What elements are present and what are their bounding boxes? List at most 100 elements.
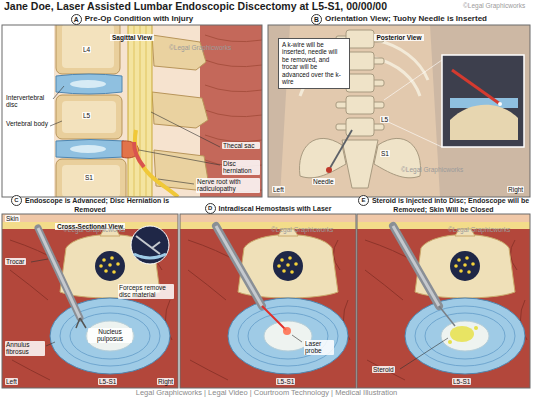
part-label: Left [5, 378, 18, 385]
posterior-view [268, 25, 530, 197]
cross-section-c [2, 214, 178, 388]
leader-line [400, 338, 448, 369]
cross-section-e [393, 226, 439, 306]
sagittal-spine [152, 35, 208, 190]
sagittal-spine [56, 25, 126, 197]
part-label: Nerve root with radiculopathy [196, 178, 260, 193]
cross-section-c [76, 318, 86, 328]
part-label: Thecal sac [222, 142, 260, 149]
leader-line [50, 86, 220, 184]
cross-section-c [38, 228, 80, 318]
panel-heading: CEndoscope is Advanced; Disc Herniation … [2, 195, 178, 214]
part-label: Disc herniation [222, 160, 260, 175]
watermark: ©Legal Graphicworks [270, 226, 334, 233]
sagittal-spine [56, 159, 126, 197]
view-subtitle: Posterior View [374, 34, 423, 41]
watermark: ©Legal Graphicworks [168, 44, 232, 51]
part-label: L5-S1 [276, 378, 295, 385]
posterior-view [450, 105, 518, 140]
posterior-view [346, 52, 374, 70]
part-label: Trocar [5, 258, 26, 265]
panel-frame [2, 214, 178, 388]
leader-line [400, 338, 448, 369]
leader-line [158, 179, 194, 184]
panel: BOrientation View; Tuohy Needle is Inser… [268, 12, 530, 197]
part-label: L5 [82, 112, 91, 119]
sagittal-spine [62, 101, 116, 133]
cross-section-e [450, 326, 474, 342]
posterior-view [346, 74, 374, 92]
panel-heading: BOrientation View; Tuohy Needle is Inser… [311, 14, 487, 25]
sagittal-spine [62, 25, 120, 197]
leader-line [46, 342, 55, 346]
sagittal-spine [56, 95, 122, 139]
posterior-view [384, 60, 442, 147]
panel-header: APre-Op Condition with Injury [2, 12, 262, 25]
sagittal-spine [62, 165, 120, 197]
watermark: ©Legal Graphicworks [447, 226, 511, 233]
part-label: Steroid [372, 366, 395, 373]
panel-frame [357, 214, 530, 388]
cross-section-e [448, 340, 452, 344]
sagittal-spine [135, 130, 178, 197]
sagittal-spine [70, 80, 106, 88]
panel-letter: A [71, 14, 82, 25]
posterior-view [330, 130, 352, 168]
panel-heading: DIntradiscal Hemostasis with Laser [205, 203, 332, 214]
panel-letter: B [311, 14, 322, 25]
panel-frame [268, 25, 530, 197]
panel-header: BOrientation View; Tuohy Needle is Inser… [268, 12, 530, 25]
part-label: S1 [380, 150, 390, 157]
cross-section-d [216, 226, 262, 306]
cross-section-d [180, 214, 356, 388]
sagittal-spine [70, 145, 106, 153]
panel-header: DIntradiscal Hemostasis with Laser [180, 196, 356, 214]
posterior-view [346, 30, 374, 48]
posterior-view [442, 55, 524, 147]
watermark: ©Legal Graphicworks [400, 166, 464, 173]
sagittal-spine [152, 92, 208, 128]
part-label: L5-S1 [98, 378, 117, 385]
panel-title: Orientation View; Tuohy Needle is Insert… [325, 14, 487, 23]
leader-line [53, 86, 64, 99]
cross-section-d [262, 306, 286, 330]
watermark: ©Legal Graphicworks [462, 2, 526, 9]
cross-section-c [131, 226, 169, 264]
panel-heading: ESteroid is Injected into Disc; Endoscop… [357, 195, 530, 214]
subtitle-row: Posterior View [268, 26, 530, 44]
posterior-view [452, 70, 500, 104]
part-label: L4 [82, 46, 91, 53]
part-label: Needle [312, 178, 335, 185]
leader-line [31, 259, 55, 346]
panel: ESteroid is Injected into Disc; Endoscop… [357, 196, 530, 388]
leader-line [292, 335, 302, 342]
cross-section-e [393, 226, 439, 306]
cross-section-e [357, 214, 530, 388]
cross-section-d [283, 327, 291, 335]
panel-title: Steroid is Injected into Disc; Endoscope… [372, 197, 529, 214]
sagittal-spine [56, 140, 124, 159]
sagittal-spine [205, 35, 262, 192]
posterior-view [299, 138, 346, 177]
panel-heading: APre-Op Condition with Injury [71, 14, 193, 25]
part-label: Laser probe [304, 340, 334, 355]
part-label: Right [157, 378, 174, 385]
part-label: Annulus fibrosus [5, 341, 45, 356]
posterior-view [268, 25, 530, 197]
panel-title: Pre-Op Condition with Injury [85, 14, 193, 23]
sagittal-spine [152, 35, 206, 70]
subtitle-row: Sagittal View [2, 26, 262, 44]
cross-section-d [216, 226, 262, 306]
sagittal-spine [56, 25, 120, 74]
footer-text: Legal Graphicworks | Legal Video | Court… [0, 389, 533, 397]
panel-header: CEndoscope is Advanced; Disc Herniation … [2, 196, 178, 214]
part-label: Right [507, 186, 524, 193]
cross-section-c [2, 214, 178, 388]
panel-letter: E [358, 195, 369, 206]
leader-line [139, 150, 220, 165]
part-label: L5-S1 [452, 378, 471, 385]
sagittal-spine [2, 25, 262, 197]
cross-section-d [180, 214, 356, 388]
